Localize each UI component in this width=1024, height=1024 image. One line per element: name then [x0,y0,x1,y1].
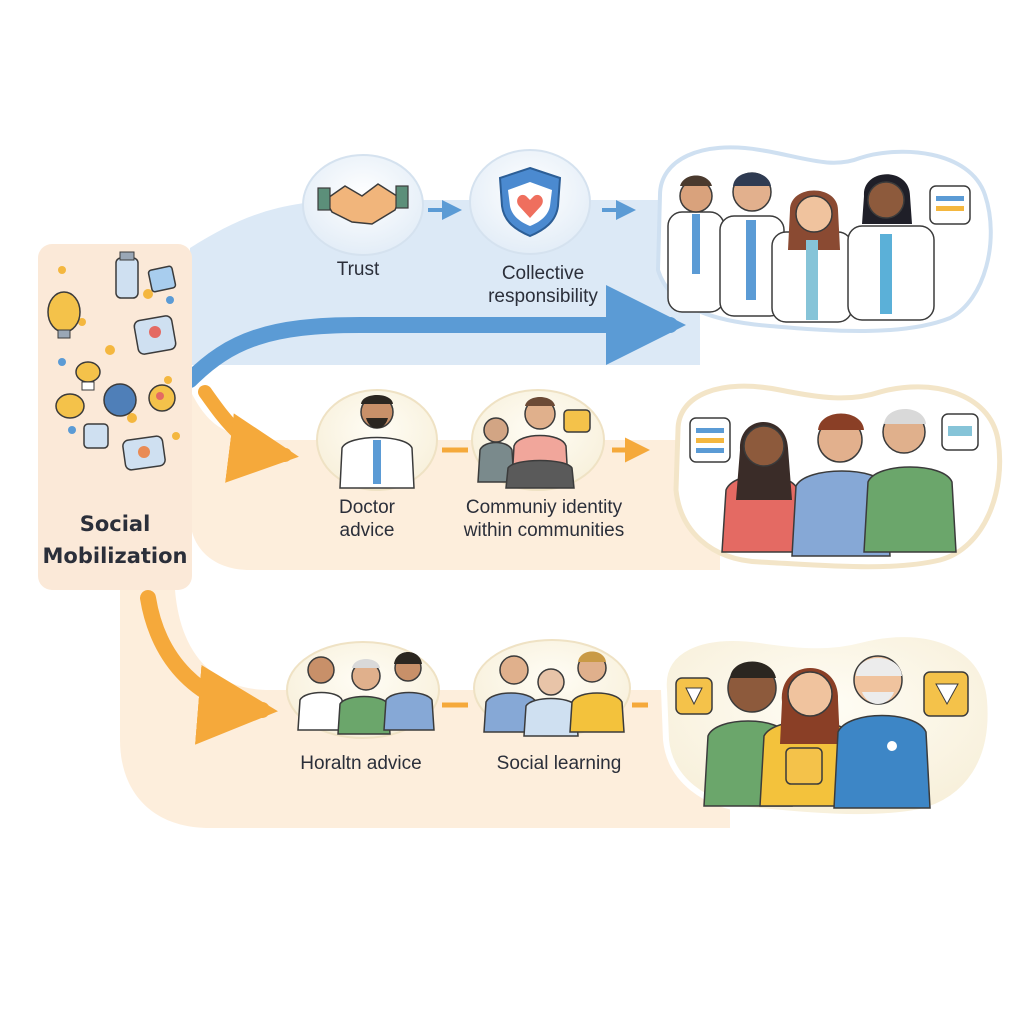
flow-arrow-row-2 [198,385,299,483]
step-label-collective-responsibility: Collective responsibility [488,263,598,307]
gear-icon [103,383,137,417]
doctors-group-icon [297,652,435,735]
badge-icon [923,671,969,717]
band-row-2 [190,390,720,570]
step-label-doctor-advice: Doctor advice [339,497,395,541]
team-cloud-row-1 [655,145,993,333]
hub-panel [38,244,192,590]
doctor-icon [339,395,415,489]
person-figure [721,421,803,553]
hub-title-line2: Mobilization [42,544,188,568]
learning-cloud-row-3 [660,631,994,821]
doctor-figure [719,172,785,317]
health-advice-node [286,641,440,739]
hub-title-line1: Social [79,512,151,536]
note-icon [147,265,177,293]
doctor-figure [667,175,725,313]
badge-icon [148,384,176,412]
chat-bubble-icon [941,413,979,451]
scattered-icons [47,251,180,471]
cup-icon [83,423,109,449]
shield-node [469,149,591,255]
pill-icon [75,361,101,391]
people-group-icon [483,651,625,737]
lightbulb-icon [47,291,81,339]
badge-icon [675,677,713,715]
social-learning-node [473,639,631,737]
shield-heart-icon [498,166,562,238]
step-label-trust: Trust [336,259,380,280]
chat-bubble-icon [929,185,971,225]
step-label-health-advice: Horaltn advice [300,753,422,774]
doctor-node [316,389,438,491]
person-figure [863,409,957,553]
bottle-icon [115,251,139,299]
group-icon [477,397,591,489]
cube-icon [133,315,177,355]
community-node [471,389,605,491]
community-cloud-row-2 [673,383,1003,570]
flow-arrow-row-3 [140,590,278,745]
person-figure [759,667,857,807]
step-label-social-learning: Social learning [496,753,622,774]
bulb-small-icon [55,393,85,419]
doctor-figure [847,174,935,321]
trust-node [302,154,424,256]
doctor-figure [771,190,853,323]
step-label-community-identity: Communiy identity within communities [463,497,625,541]
ice-icon [122,435,166,471]
person-figure [833,655,931,809]
chat-bubble-icon [689,417,731,463]
flow-arrow-row-1 [182,285,686,388]
handshake-icon [317,183,409,225]
hub-title: Social Mobilization [40,508,190,572]
